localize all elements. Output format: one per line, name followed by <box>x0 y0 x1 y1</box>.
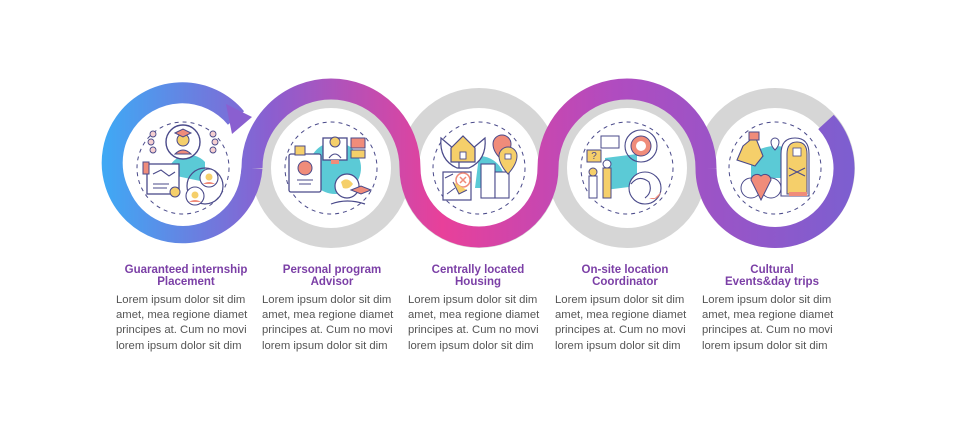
flow-arc-5 <box>695 114 855 248</box>
flow-arc-2 <box>241 78 421 169</box>
flow-arc-3 <box>399 167 559 248</box>
house-map-pin-icon <box>432 121 526 215</box>
flow-arc-4 <box>537 78 717 169</box>
graduate-handshake-globe-icon <box>136 121 230 215</box>
advisor-passport-globe-icon <box>284 121 378 215</box>
gradient-flow-path <box>101 78 855 248</box>
flow-ring-1 <box>101 82 263 244</box>
arrow-head-icon <box>226 104 252 134</box>
sneaker-balloons-sarcophagus-icon <box>728 121 822 215</box>
coordinator-clock-gear-icon: ? <box>580 121 674 215</box>
svg-text:?: ? <box>591 151 597 162</box>
